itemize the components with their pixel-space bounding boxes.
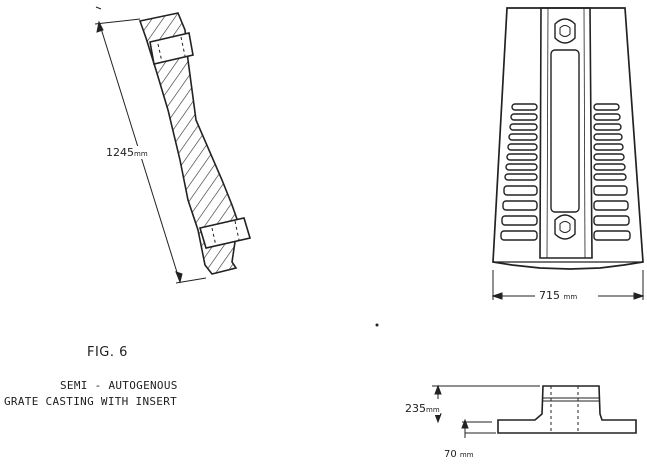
bolt-hole-bottom: [554, 214, 576, 240]
width-unit: mm: [563, 293, 578, 301]
stray-mark: [375, 323, 379, 327]
lower-insert-lug: [198, 217, 252, 249]
width-value: 715: [539, 289, 560, 302]
figure-number: FIG. 6: [87, 345, 128, 360]
thickness-unit: mm: [459, 451, 474, 459]
height-dimension-line: [432, 384, 540, 424]
height-unit: mm: [426, 406, 440, 414]
side-section-view: [95, 6, 252, 275]
front-view: [492, 7, 644, 270]
thickness-dimension-line: [461, 418, 496, 438]
figure-title-line-2: GRATE CASTING WITH INSERT: [4, 395, 178, 408]
end-view: [497, 385, 637, 434]
length-unit: mm: [134, 150, 148, 158]
figure-title-line-1: SEMI - AUTOGENOUS: [60, 379, 178, 392]
center-slot: [550, 49, 580, 213]
right-grate-slots: [593, 103, 631, 241]
center-rib: [539, 7, 593, 259]
bolt-hole-top: [554, 18, 576, 44]
thickness-value: 70: [444, 449, 457, 460]
height-value: 235: [405, 402, 426, 415]
width-dimension-line: [491, 270, 645, 300]
length-value: 1245: [106, 146, 134, 159]
end-view-outline: [497, 385, 637, 434]
length-label: 1245mm: [106, 146, 148, 159]
height-label: 235mm: [405, 402, 440, 415]
front-view-outline: [492, 7, 644, 270]
left-grate-slots: [500, 103, 538, 241]
side-section-body: [138, 12, 239, 275]
thickness-label: 70 mm: [444, 449, 474, 460]
width-label: 715 mm: [537, 289, 580, 302]
